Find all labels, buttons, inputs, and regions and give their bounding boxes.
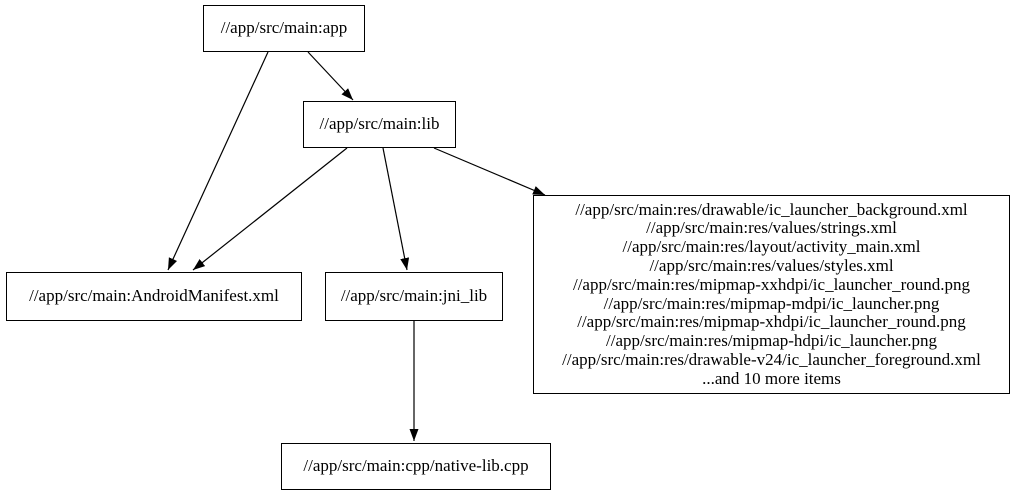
resource-item: //app/src/main:res/layout/activity_main.… <box>622 237 921 257</box>
node-android-manifest: //app/src/main:AndroidManifest.xml <box>6 272 302 321</box>
edge-lib-to-manifest <box>192 147 348 271</box>
node-native-lib: //app/src/main:cpp/native-lib.cpp <box>281 443 551 490</box>
resource-item: //app/src/main:res/mipmap-xxhdpi/ic_laun… <box>572 274 971 294</box>
node-android-manifest-label: //app/src/main:AndroidManifest.xml <box>29 286 279 306</box>
resource-item: //app/src/main:res/mipmap-mdpi/ic_launch… <box>603 293 940 313</box>
resource-item: //app/src/main:res/values/strings.xml <box>646 218 897 238</box>
node-jni-lib-label: //app/src/main:jni_lib <box>340 286 488 306</box>
edge-lib-to-jnilib <box>382 147 410 271</box>
resource-item: //app/src/main:res/drawable-v24/ic_launc… <box>562 349 981 369</box>
resource-item: //app/src/main:res/mipmap-hdpi/ic_launch… <box>606 331 937 351</box>
resource-more-items: ...and 10 more items <box>702 368 841 388</box>
resource-item: //app/src/main:res/values/styles.xml <box>649 255 894 275</box>
node-lib: //app/src/main:lib <box>303 101 456 148</box>
node-native-lib-label: //app/src/main:cpp/native-lib.cpp <box>303 456 529 476</box>
resource-item: //app/src/main:res/drawable/ic_launcher_… <box>575 199 968 219</box>
node-lib-label: //app/src/main:lib <box>319 114 440 134</box>
node-jni-lib: //app/src/main:jni_lib <box>325 272 503 321</box>
node-app: //app/src/main:app <box>203 5 365 52</box>
edge-app-to-manifest <box>167 51 269 271</box>
node-app-label: //app/src/main:app <box>220 18 348 38</box>
edge-app-to-lib <box>307 51 354 101</box>
node-resources-group: //app/src/main:res/drawable/ic_launcher_… <box>533 195 1010 394</box>
resource-item: //app/src/main:res/mipmap-xhdpi/ic_launc… <box>577 312 966 332</box>
edge-lib-to-resources <box>433 147 546 196</box>
